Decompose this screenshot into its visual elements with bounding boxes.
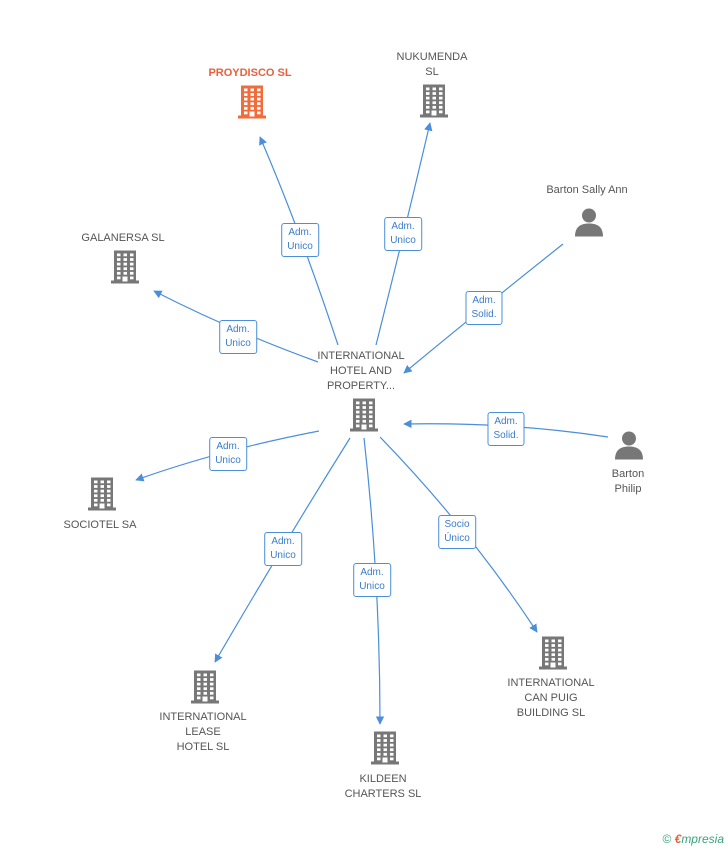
edge-label-center-to-sociotel: Adm. Unico xyxy=(209,437,247,471)
node-label-line: PROYDISCO SL xyxy=(208,67,292,79)
edge-label-line: Socio xyxy=(444,519,470,530)
node-label-center[interactable]: INTERNATIONAL HOTEL AND PROPERTY... xyxy=(317,349,404,394)
node-label-line: INTERNATIONAL xyxy=(317,350,405,362)
node-icon-intl_lease[interactable] xyxy=(190,670,220,709)
building-icon xyxy=(539,636,567,670)
edge-label-line: Solid. xyxy=(471,309,497,320)
node-label-line: CHARTERS SL xyxy=(344,788,422,800)
copyright-symbol: © xyxy=(662,832,672,846)
brand-logo: © €mpresia xyxy=(662,832,724,846)
edge-label-center-to-kildeen: Adm. Unico xyxy=(353,563,391,597)
node-label-kildeen[interactable]: KILDEEN CHARTERS SL xyxy=(345,772,422,802)
node-label-text: KILDEEN CHARTERS SL xyxy=(345,772,422,802)
edge-label-line: Adm. xyxy=(472,295,496,306)
node-icon-proydisco[interactable] xyxy=(237,85,267,124)
edge-label-line: Adm. xyxy=(360,567,384,578)
node-label-text: GALANERSA SL xyxy=(81,231,164,246)
edge-label-line: Unico xyxy=(270,550,296,561)
person-icon xyxy=(615,431,643,460)
brand-name: mpresia xyxy=(681,832,724,846)
edge-label-line: Adm. xyxy=(288,227,312,238)
node-label-galanersa[interactable]: GALANERSA SL xyxy=(81,231,164,246)
edge-label-line: Unico xyxy=(215,455,241,466)
brand-e: € xyxy=(674,832,682,846)
node-label-line: Philip xyxy=(614,483,642,495)
node-label-line: Barton Sally Ann xyxy=(546,184,628,196)
node-label-line: SL xyxy=(425,66,439,78)
node-label-line: KILDEEN xyxy=(359,773,407,785)
node-icon-sociotel[interactable] xyxy=(87,477,117,516)
edge-label-center-to-intl_lease: Adm. Unico xyxy=(264,532,302,566)
node-label-intl_lease[interactable]: INTERNATIONAL LEASE HOTEL SL xyxy=(159,710,246,755)
building-icon xyxy=(350,398,378,432)
node-icon-barton_philip[interactable] xyxy=(614,430,644,465)
node-label-text: INTERNATIONAL CAN PUIG BUILDING SL xyxy=(507,676,594,721)
edge-label-center-to-nukumenda: Adm. Unico xyxy=(384,217,422,251)
node-label-text: INTERNATIONAL LEASE HOTEL SL xyxy=(159,710,246,755)
node-icon-intl_can_puig[interactable] xyxy=(538,636,568,675)
node-label-line: HOTEL AND xyxy=(330,365,392,377)
node-label-text: NUKUMENDA SL xyxy=(397,50,468,80)
node-label-sociotel[interactable]: SOCIOTEL SA xyxy=(64,518,137,533)
edge-label-line: Único xyxy=(444,533,470,544)
building-icon xyxy=(88,477,116,511)
node-icon-center[interactable] xyxy=(349,398,379,437)
edge-label-barton_sally-to-center: Adm. Solid. xyxy=(465,291,503,325)
edge-label-line: Adm. xyxy=(216,441,240,452)
edge-label-center-to-proydisco: Adm. Unico xyxy=(281,223,319,257)
node-label-line: GALANERSA SL xyxy=(81,232,165,244)
node-label-line: INTERNATIONAL xyxy=(507,677,595,689)
node-label-proydisco[interactable]: PROYDISCO SL xyxy=(208,66,291,81)
person-icon xyxy=(575,208,603,237)
node-label-line: HOTEL SL xyxy=(176,741,230,753)
edge-label-line: Solid. xyxy=(493,430,519,441)
node-label-barton_sally[interactable]: Barton Sally Ann xyxy=(546,183,627,198)
building-icon xyxy=(191,670,219,704)
node-label-line: PROPERTY... xyxy=(326,380,396,392)
edge-label-line: Adm. xyxy=(494,416,518,427)
node-label-line: Barton xyxy=(611,468,645,480)
edge-label-barton_philip-to-center: Adm. Solid. xyxy=(487,412,525,446)
node-label-text: INTERNATIONAL HOTEL AND PROPERTY... xyxy=(317,349,404,394)
building-icon xyxy=(111,250,139,284)
edge-label-line: Unico xyxy=(390,235,416,246)
node-icon-barton_sally[interactable] xyxy=(574,207,604,242)
node-label-text: SOCIOTEL SA xyxy=(64,518,137,533)
building-icon xyxy=(238,85,266,119)
node-icon-galanersa[interactable] xyxy=(110,250,140,289)
edge-label-line: Adm. xyxy=(271,536,295,547)
node-label-line: BUILDING SL xyxy=(516,707,586,719)
node-icon-nukumenda[interactable] xyxy=(419,84,449,123)
edge-label-line: Unico xyxy=(225,338,251,349)
node-label-text: PROYDISCO SL xyxy=(208,66,291,81)
edge-label-line: Unico xyxy=(287,241,313,252)
edge-label-line: Adm. xyxy=(391,221,415,232)
node-label-line: LEASE xyxy=(185,726,221,738)
node-label-line: NUKUMENDA xyxy=(396,51,468,63)
node-label-nukumenda[interactable]: NUKUMENDA SL xyxy=(397,50,468,80)
node-label-line: SOCIOTEL SA xyxy=(63,519,137,531)
node-icon-kildeen[interactable] xyxy=(370,731,400,770)
building-icon xyxy=(420,84,448,118)
edge-label-center-to-galanersa: Adm. Unico xyxy=(219,320,257,354)
node-label-line: INTERNATIONAL xyxy=(159,711,247,723)
building-icon xyxy=(371,731,399,765)
node-label-text: Barton Sally Ann xyxy=(546,183,627,198)
node-label-line: CAN PUIG xyxy=(524,692,578,704)
edge-label-line: Unico xyxy=(359,581,385,592)
node-label-intl_can_puig[interactable]: INTERNATIONAL CAN PUIG BUILDING SL xyxy=(507,676,594,721)
edge-label-line: Adm. xyxy=(226,324,250,335)
